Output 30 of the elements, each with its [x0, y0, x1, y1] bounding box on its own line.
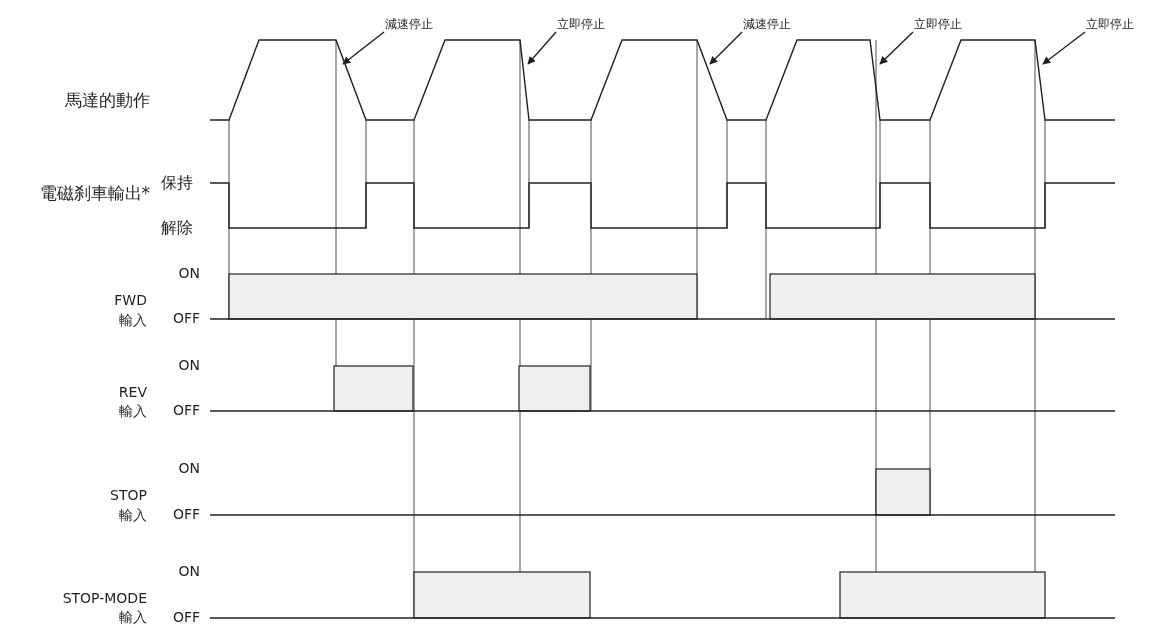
level-label: OFF: [172, 403, 200, 419]
row-label: 馬達的動作: [65, 90, 150, 110]
signal-label: 輸入: [119, 508, 147, 524]
level-label: ON: [178, 461, 200, 477]
signal-label: STOP-MODE: [62, 591, 147, 607]
row-label: 電磁刹車輸出*: [39, 183, 150, 203]
level-label: OFF: [172, 311, 200, 327]
signal-label: REV: [118, 385, 147, 401]
level-label: 保持: [161, 174, 193, 192]
callout-text: 立即停止: [1085, 16, 1135, 34]
leader-arrow: [879, 31, 914, 65]
level-label: ON: [178, 564, 200, 580]
leader-arrow: [342, 31, 385, 65]
signal-label: 輸入: [119, 610, 147, 626]
callout-text: 立即停止: [913, 16, 963, 34]
leader-arrow: [709, 31, 743, 65]
level-label: 解除: [161, 219, 193, 237]
signal-label: 輸入: [119, 404, 147, 420]
signal-label: 輸入: [119, 313, 147, 329]
level-label: OFF: [172, 610, 200, 626]
callout-text: 減速停止: [384, 16, 434, 34]
level-label: ON: [178, 358, 200, 374]
signal-label: STOP: [110, 488, 147, 504]
level-label: ON: [178, 266, 200, 282]
level-label: OFF: [172, 507, 200, 523]
leader-arrow: [1042, 31, 1086, 65]
callout-text: 立即停止: [556, 16, 606, 34]
leader-arrow: [527, 31, 557, 65]
signal-label: FWD: [114, 293, 147, 309]
callout-text: 減速停止: [742, 16, 792, 34]
